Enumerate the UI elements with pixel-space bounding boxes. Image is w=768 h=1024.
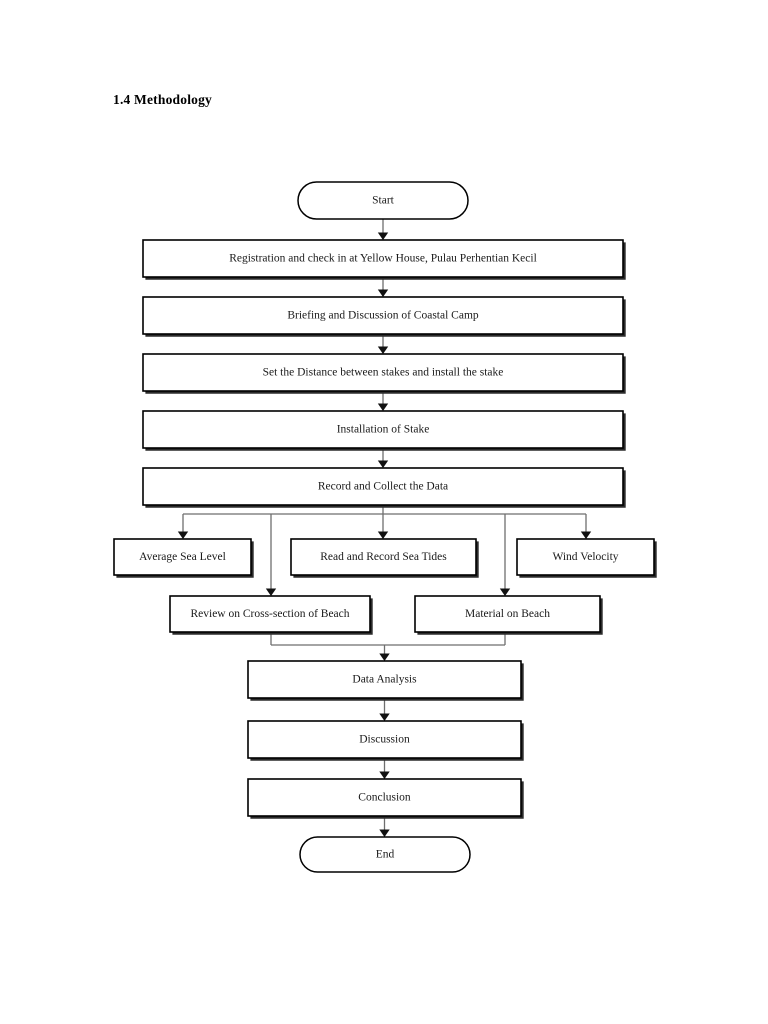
- flow-node-label: Installation of Stake: [337, 424, 430, 436]
- process-shape: [247, 778, 522, 817]
- flow-node-label: Material on Beach: [465, 608, 550, 620]
- flow-node-wind[interactable]: Wind Velocity: [516, 538, 657, 578]
- box-shadow-edge: [145, 242, 626, 280]
- box-shadow-edge: [145, 470, 626, 508]
- box-shadow-edge: [250, 781, 524, 819]
- flow-node-label: Registration and check in at Yellow Hous…: [229, 253, 537, 265]
- process-shape: [142, 410, 624, 449]
- terminator-shape: [299, 836, 471, 873]
- flow-node-end[interactable]: End: [299, 836, 471, 873]
- flow-node-label: Data Analysis: [352, 674, 417, 686]
- flow-node-start[interactable]: Start: [297, 181, 469, 220]
- flow-node-cross-sec[interactable]: Review on Cross-section of Beach: [169, 595, 373, 635]
- box-shadow-edge: [145, 413, 626, 451]
- flow-node-installation[interactable]: Installation of Stake: [142, 410, 626, 451]
- flow-node-avg-sea[interactable]: Average Sea Level: [113, 538, 254, 578]
- flow-node-label: Start: [372, 195, 395, 207]
- flow-node-label: Briefing and Discussion of Coastal Camp: [287, 310, 479, 322]
- process-shape: [142, 467, 624, 506]
- process-shape: [142, 239, 624, 278]
- process-shape: [247, 660, 522, 699]
- process-shape: [142, 353, 624, 392]
- flow-node-sea-tides[interactable]: Read and Record Sea Tides: [290, 538, 479, 578]
- box-shadow-edge: [519, 541, 657, 578]
- process-shape: [142, 296, 624, 335]
- box-shadow-edge: [417, 598, 603, 635]
- flow-node-label: Wind Velocity: [552, 551, 618, 563]
- flow-node-analysis[interactable]: Data Analysis: [247, 660, 524, 701]
- process-shape: [113, 538, 252, 576]
- terminator-shape: [297, 181, 469, 220]
- flow-node-label: Record and Collect the Data: [318, 481, 448, 493]
- box-shadow-edge: [250, 723, 524, 761]
- flow-node-label: Discussion: [359, 734, 410, 746]
- connector-layer: [177, 219, 592, 837]
- flow-node-label: Review on Cross-section of Beach: [190, 608, 349, 620]
- process-shape: [290, 538, 477, 576]
- box-shadow-edge: [145, 356, 626, 394]
- flow-node-label: End: [376, 849, 395, 861]
- box-shadow-edge: [250, 663, 524, 701]
- flow-node-conclusion[interactable]: Conclusion: [247, 778, 524, 819]
- box-shadow-edge: [172, 598, 373, 635]
- flow-node-briefing[interactable]: Briefing and Discussion of Coastal Camp: [142, 296, 626, 337]
- flow-node-label: Read and Record Sea Tides: [320, 551, 447, 563]
- process-shape: [169, 595, 371, 633]
- flow-node-label: Average Sea Level: [139, 551, 226, 563]
- page-title: 1.4 Methodology: [113, 92, 212, 107]
- flow-node-record[interactable]: Record and Collect the Data: [142, 467, 626, 508]
- box-shadow-edge: [116, 541, 254, 578]
- flow-node-registration[interactable]: Registration and check in at Yellow Hous…: [142, 239, 626, 280]
- flow-node-label: Set the Distance between stakes and inst…: [263, 367, 504, 379]
- box-shadow-edge: [145, 299, 626, 337]
- process-shape: [516, 538, 655, 576]
- flow-node-set-distance[interactable]: Set the Distance between stakes and inst…: [142, 353, 626, 394]
- process-shape: [247, 720, 522, 759]
- box-shadow-edge: [293, 541, 479, 578]
- flow-node-discussion[interactable]: Discussion: [247, 720, 524, 761]
- process-shape: [414, 595, 601, 633]
- flow-node-material[interactable]: Material on Beach: [414, 595, 603, 635]
- flow-node-label: Conclusion: [358, 792, 411, 804]
